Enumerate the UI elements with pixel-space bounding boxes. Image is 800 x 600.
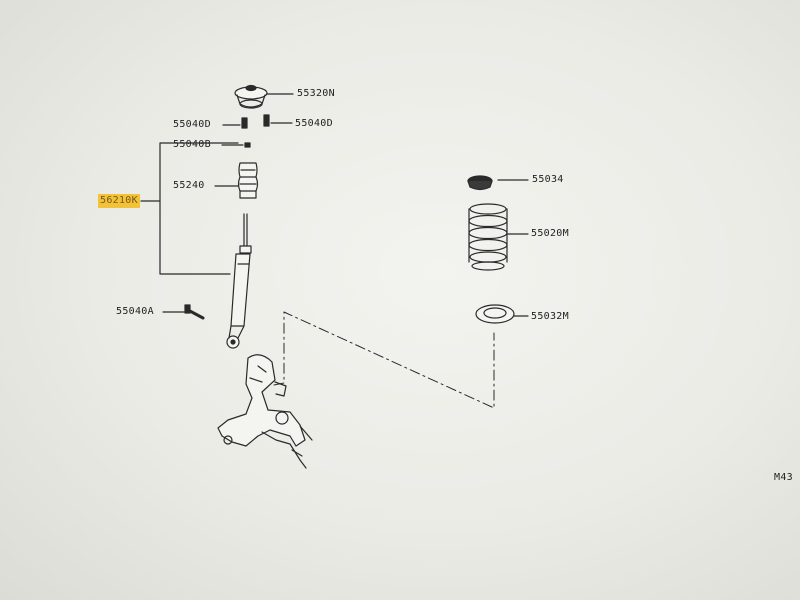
nut-right-part [263,114,293,127]
shock-absorber-part [226,213,252,349]
page-code: M43 [774,472,793,483]
knuckle-assembly [217,354,313,469]
installation-guide-lines [273,311,495,409]
label-55020m: 55020M [531,228,569,239]
bump-stop-part [214,162,259,199]
washer-part [221,142,251,148]
label-55040d-left: 55040D [173,119,211,130]
label-55040d-right: 55040D [295,118,333,129]
nut-left-part [222,117,248,129]
shock-absorber-bracket [140,142,239,275]
lower-bolt-part [162,304,205,320]
label-55032m: 55032M [531,311,569,322]
label-55040a: 55040A [116,306,154,317]
upper-mount-part [234,84,294,109]
label-55034: 55034 [532,174,564,185]
label-55040b: 55040B [173,139,211,150]
label-55240: 55240 [173,180,205,191]
label-56210k-highlighted: 56210K [98,194,140,208]
upper-spring-seat-part [467,175,529,191]
lower-spring-seat-part [475,304,529,324]
coil-spring-part [468,203,529,271]
label-55320n: 55320N [297,88,335,99]
